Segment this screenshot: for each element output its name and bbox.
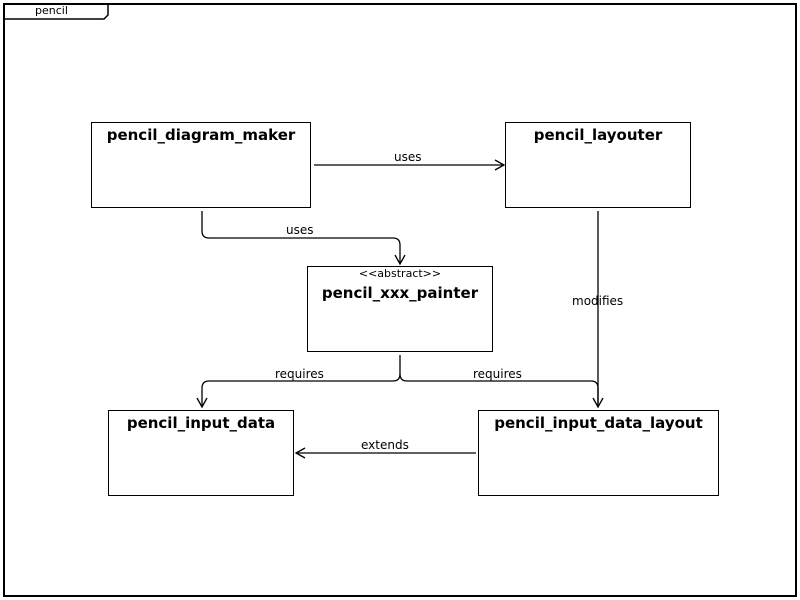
edge-painter-requires-layout [399, 373, 599, 407]
arrowhead-icon [196, 397, 208, 409]
arrowhead-icon [394, 254, 406, 266]
package-tab-outline [3, 3, 109, 20]
package-frame [3, 3, 797, 597]
component-input-data-layout[interactable]: pencil_input_data_layout [478, 410, 719, 496]
component-name: pencil_input_data_layout [494, 414, 703, 432]
component-name: pencil_diagram_maker [106, 126, 296, 144]
arrowhead-icon [494, 159, 506, 171]
edge-label-layout-extends-input-data: extends [361, 438, 409, 452]
edge-label-layouter-modifies-layout: modifies [572, 294, 624, 308]
edge-label-painter-requires-layout: requires [473, 367, 522, 381]
component-diagram-maker[interactable]: pencil_diagram_maker [91, 122, 311, 208]
component-name: pencil_input_data [126, 414, 276, 432]
package-name: pencil [35, 4, 68, 17]
component-input-data[interactable]: pencil_input_data [108, 410, 294, 496]
component-layouter[interactable]: pencil_layouter [505, 122, 691, 208]
edge-maker-uses-layouter [314, 159, 506, 171]
edge-label-maker-uses-painter: uses [286, 223, 314, 237]
component-stereotype: <<abstract>> [358, 267, 442, 280]
component-painter[interactable]: <<abstract>> pencil_xxx_painter [307, 266, 493, 352]
edge-label-maker-uses-layouter: uses [394, 150, 422, 164]
arrowhead-icon [294, 447, 306, 459]
component-name: pencil_xxx_painter [321, 284, 479, 302]
edge-maker-uses-painter [201, 211, 406, 266]
edge-label-painter-requires-input-data: requires [275, 367, 324, 381]
edge-layouter-modifies-layout [592, 211, 604, 409]
component-name: pencil_layouter [533, 126, 663, 144]
edge-painter-requires-input-data [196, 355, 401, 409]
edge-layout-extends-input-data [294, 447, 476, 459]
